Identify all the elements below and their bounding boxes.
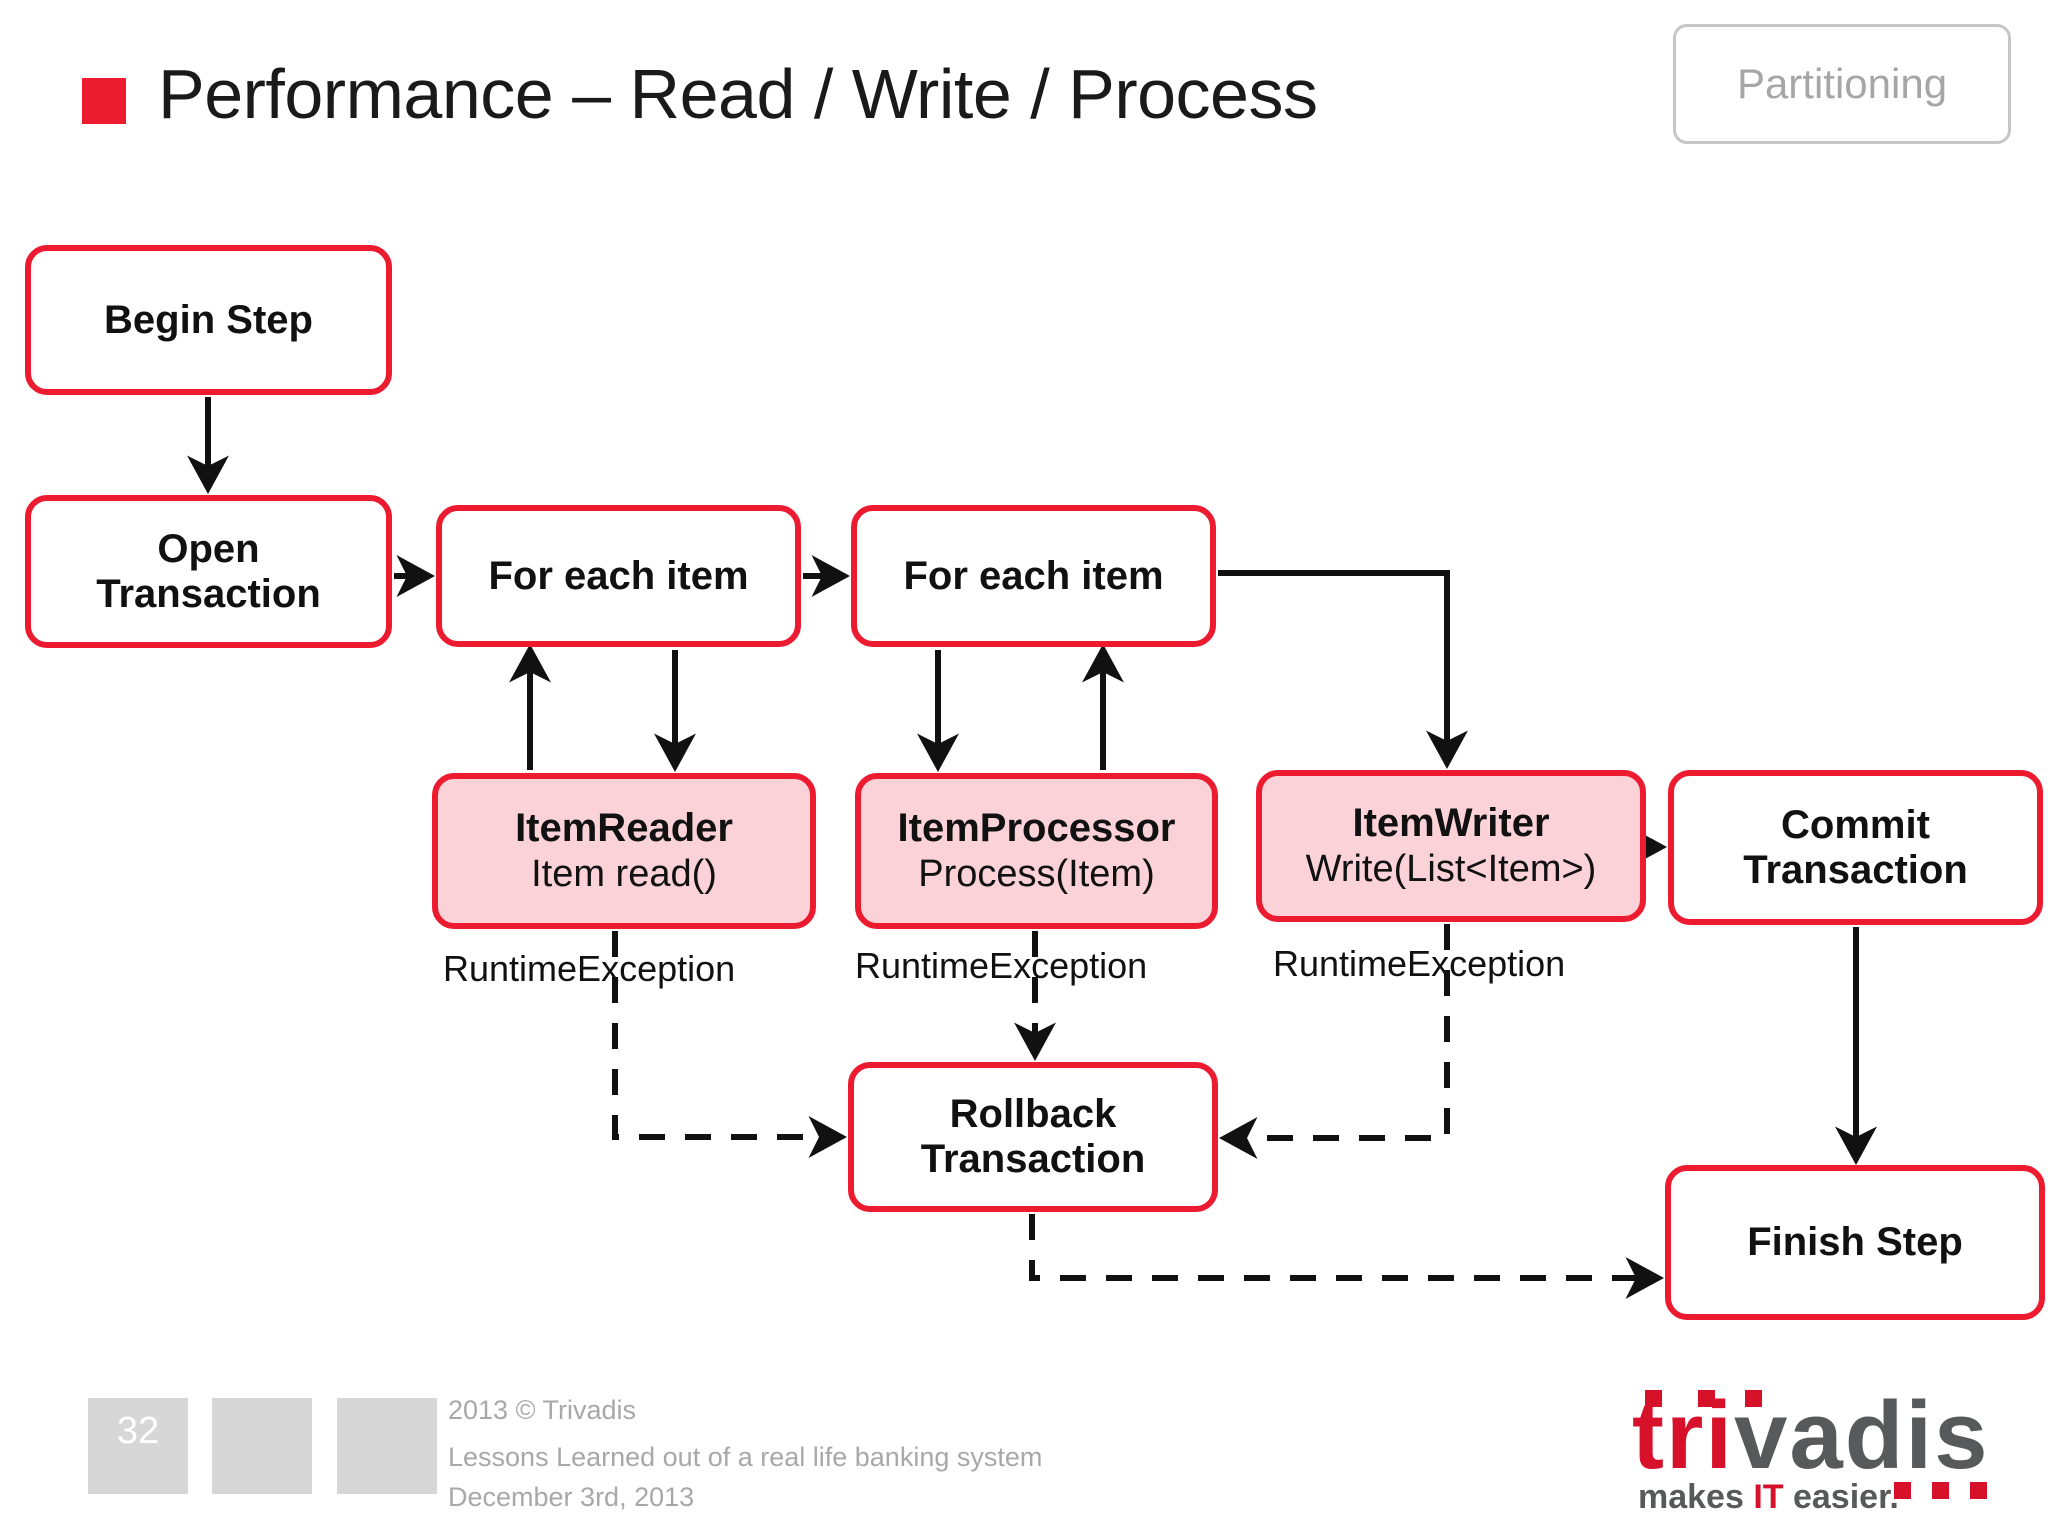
logo-tagline-before: makes (1638, 1478, 1754, 1516)
section-badge: Partitioning (1673, 24, 2011, 144)
edge-label-reader-exception: RuntimeException (443, 948, 736, 989)
node-subtitle: Item read() (531, 853, 717, 896)
node-item-writer[interactable]: ItemWriter Write(List<Item>) (1256, 770, 1646, 922)
node-title: Rollback Transaction (920, 1092, 1146, 1181)
footer-square (337, 1398, 437, 1494)
node-for-each-item-read[interactable]: For each item (436, 505, 801, 647)
edge-foreach2-to-writer (1218, 570, 1468, 769)
node-commit-transaction[interactable]: Commit Transaction (1668, 770, 2043, 925)
logo-dot-icon (1645, 1390, 1662, 1407)
logo-tagline: makes IT easier. (1638, 1478, 1899, 1517)
node-item-processor[interactable]: ItemProcessor Process(Item) (855, 773, 1218, 929)
edge-label-writer-exception: RuntimeException (1273, 943, 1566, 984)
logo-wordmark: trivadis (1632, 1388, 1989, 1484)
page-title: Performance – Read / Write / Process (158, 55, 1318, 133)
trivadis-logo: trivadis makes IT easier. (1632, 1378, 2032, 1518)
edge-label-processor-exception: RuntimeException (855, 945, 1148, 986)
node-title: ItemReader (515, 806, 733, 851)
title-bullet-icon (82, 78, 126, 124)
node-title: ItemWriter (1352, 801, 1550, 846)
node-item-reader[interactable]: ItemReader Item read() (432, 773, 816, 929)
footer-square (212, 1398, 312, 1494)
logo-word-secondary: vadis (1734, 1382, 1990, 1489)
logo-tagline-accent: IT (1753, 1478, 1784, 1516)
node-title: For each item (488, 553, 749, 598)
node-subtitle: Process(Item) (918, 853, 1155, 896)
logo-dot-icon (1745, 1390, 1762, 1407)
edge-rollback-to-finish (1029, 1214, 1664, 1299)
node-title: Begin Step (104, 297, 313, 342)
node-begin-step[interactable]: Begin Step (25, 245, 392, 395)
section-badge-label: Partitioning (1736, 60, 1948, 107)
logo-dot-icon (1970, 1482, 1987, 1499)
footer-subject: Lessons Learned out of a real life banki… (448, 1442, 1043, 1472)
node-title: For each item (903, 553, 1164, 598)
page-number: 32 (116, 1410, 160, 1452)
node-title: Finish Step (1747, 1220, 1963, 1265)
footer-square (88, 1398, 188, 1494)
node-subtitle: Write(List<Item>) (1305, 848, 1597, 891)
node-rollback-transaction[interactable]: Rollback Transaction (848, 1062, 1218, 1212)
footer-date: December 3rd, 2013 (448, 1482, 695, 1512)
node-open-transaction[interactable]: Open Transaction (25, 495, 392, 648)
logo-tagline-after: easier. (1783, 1478, 1899, 1516)
logo-dot-icon (1698, 1390, 1715, 1407)
node-finish-step[interactable]: Finish Step (1665, 1165, 2045, 1320)
footer-copyright: 2013 © Trivadis (448, 1395, 636, 1425)
node-title: ItemProcessor (897, 806, 1176, 851)
node-title: Open Transaction (96, 526, 321, 616)
node-title: Commit Transaction (1743, 802, 1968, 892)
logo-dot-icon (1932, 1482, 1949, 1499)
node-for-each-item-process[interactable]: For each item (851, 505, 1216, 647)
logo-dot-icon (1894, 1482, 1911, 1499)
